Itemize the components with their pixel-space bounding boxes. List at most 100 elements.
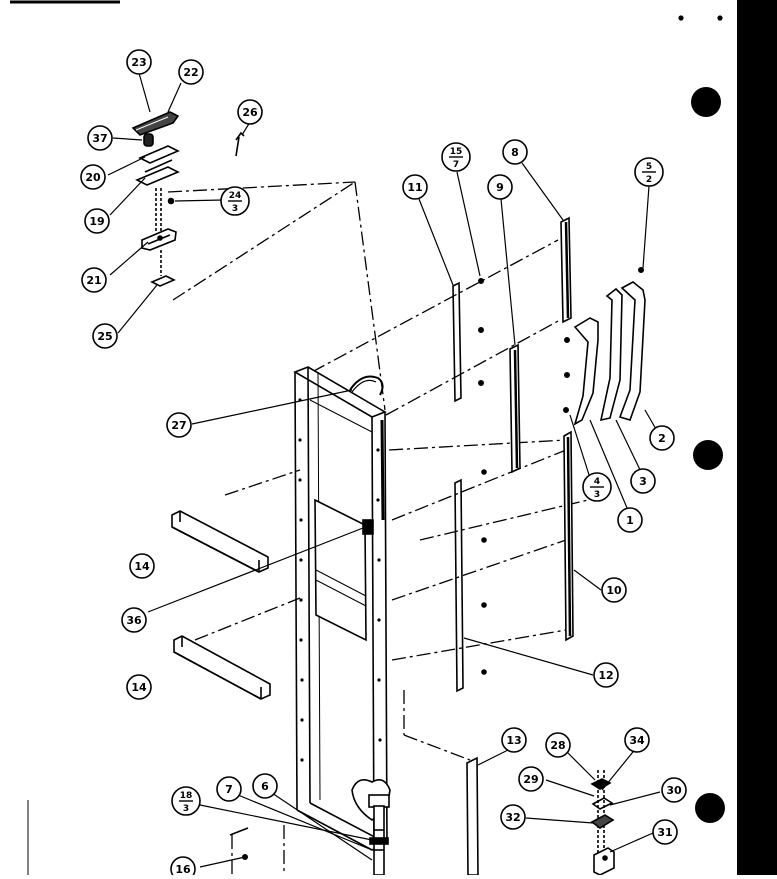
callout-label: 19 <box>89 215 104 228</box>
scan-border-bar <box>737 0 777 875</box>
callout-26: 26 <box>237 99 263 125</box>
callout-label: 29 <box>523 773 538 786</box>
callout-circle <box>129 553 155 579</box>
callout-label: 7 <box>225 783 233 796</box>
callout-9: 9 <box>487 174 513 200</box>
fraction-top: 4 <box>594 477 600 487</box>
callout-16: 16 <box>170 856 196 879</box>
callout-circle <box>617 507 643 533</box>
callout-label: 13 <box>506 734 521 747</box>
callout-circle <box>81 267 107 293</box>
fraction-callout-5-2: 52 <box>634 157 664 187</box>
callout-8: 8 <box>502 139 528 165</box>
callout-circle <box>502 139 528 165</box>
callout-circle <box>237 99 263 125</box>
callout-label: 23 <box>131 56 146 69</box>
callout-14: 14 <box>126 674 152 700</box>
hinge-assembly-top <box>131 111 245 287</box>
callout-2: 2 <box>649 425 675 451</box>
callout-25: 25 <box>92 323 118 349</box>
callout-3: 3 <box>630 468 656 494</box>
callout-label: 20 <box>85 171 101 184</box>
callout-23: 23 <box>126 49 152 75</box>
callout-14: 14 <box>129 553 155 579</box>
callout-label: 28 <box>550 739 565 752</box>
callout-circle <box>80 164 106 190</box>
callout-circle <box>178 59 204 85</box>
callout-20: 20 <box>80 164 106 190</box>
leader-lines <box>107 72 661 868</box>
callout-11: 11 <box>402 174 428 200</box>
door-frame <box>293 366 391 876</box>
fraction-top: 15 <box>450 147 463 157</box>
projection-lines <box>167 181 589 875</box>
callout-circle <box>661 777 687 803</box>
fraction-bottom: 2 <box>646 175 652 185</box>
callout-label: 1 <box>626 514 634 527</box>
fraction-callout-24-3: 243 <box>220 186 250 216</box>
callout-19: 19 <box>84 208 110 234</box>
callout-circle <box>170 856 196 879</box>
scan-dot <box>678 15 684 21</box>
callout-circle <box>501 727 527 753</box>
callout-circle <box>518 766 544 792</box>
fraction-bottom: 3 <box>594 490 600 500</box>
fraction-bottom: 3 <box>183 804 189 814</box>
callout-label: 3 <box>639 475 647 488</box>
callout-circle <box>601 577 627 603</box>
callout-label: 31 <box>657 826 672 839</box>
callout-circle <box>252 773 278 799</box>
callout-circle <box>87 125 113 151</box>
callout-label: 37 <box>92 132 107 145</box>
callout-circle <box>487 174 513 200</box>
callout-label: 6 <box>261 780 269 793</box>
callout-10: 10 <box>601 577 627 603</box>
callout-29: 29 <box>518 766 544 792</box>
hinge-assembly-bottom <box>590 770 615 876</box>
callout-label: 27 <box>171 419 186 432</box>
fraction-bottom: 7 <box>453 160 459 170</box>
callout-circle <box>652 819 678 845</box>
callout-36: 36 <box>121 607 147 633</box>
callout-34: 34 <box>624 727 650 753</box>
callout-label: 34 <box>629 734 645 747</box>
callout-label: 11 <box>407 181 422 194</box>
callout-label: 30 <box>666 784 682 797</box>
callout-circle <box>121 607 147 633</box>
fraction-top: 24 <box>229 191 242 201</box>
callout-1: 1 <box>617 507 643 533</box>
callout-label: 14 <box>134 560 150 573</box>
scan-dot <box>717 15 723 21</box>
callout-circle <box>624 727 650 753</box>
callout-circle <box>126 674 152 700</box>
callout-circle <box>649 425 675 451</box>
callout-27: 27 <box>166 412 192 438</box>
callout-31: 31 <box>652 819 678 845</box>
callout-circle <box>500 804 526 830</box>
callout-label: 36 <box>126 614 142 627</box>
fraction-callout-18-3: 183 <box>171 786 201 816</box>
callout-label: 14 <box>131 681 147 694</box>
callout-6: 6 <box>252 773 278 799</box>
callout-7: 7 <box>216 776 242 802</box>
callout-label: 10 <box>606 584 622 597</box>
fraction-bottom: 3 <box>232 204 238 214</box>
fraction-callout-15-7: 157 <box>441 142 471 172</box>
callout-13: 13 <box>501 727 527 753</box>
callout-label: 25 <box>97 330 112 343</box>
callout-30: 30 <box>661 777 687 803</box>
callout-32: 32 <box>500 804 526 830</box>
callout-label: 22 <box>183 66 198 79</box>
fraction-callout-4-3: 43 <box>582 472 612 502</box>
callout-label: 26 <box>242 106 258 119</box>
callout-label: 21 <box>86 274 101 287</box>
callout-label: 12 <box>598 669 613 682</box>
callout-circle <box>166 412 192 438</box>
callout-label: 2 <box>658 432 666 445</box>
callout-circle <box>126 49 152 75</box>
shelf-lower <box>173 635 271 700</box>
fraction-top: 5 <box>646 162 652 172</box>
